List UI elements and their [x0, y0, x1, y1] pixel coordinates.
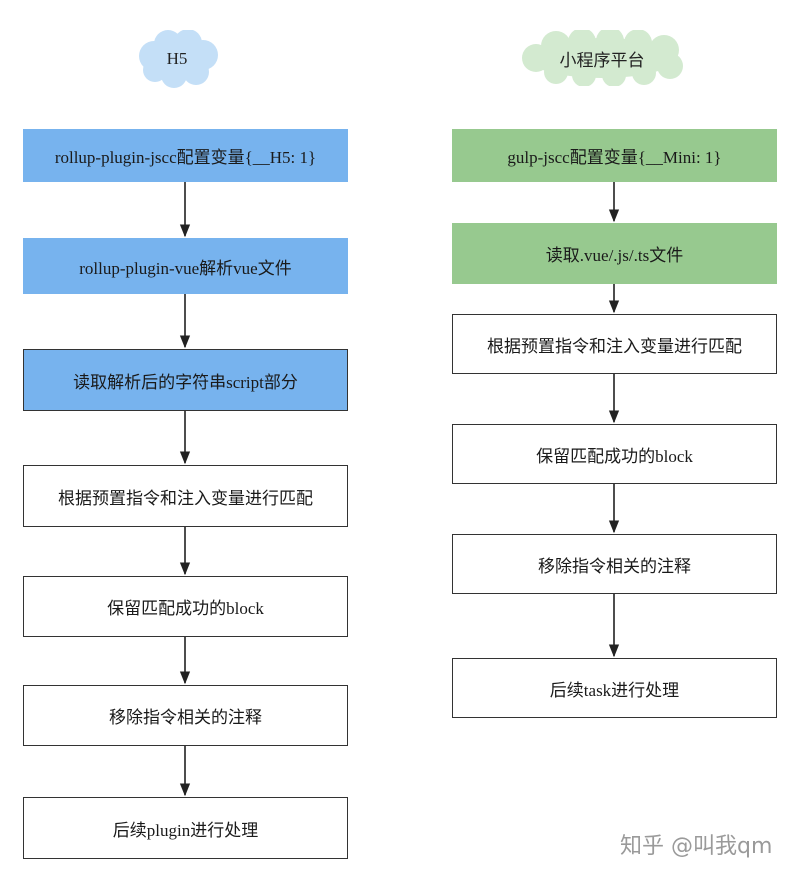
mini-step-task-process: 后续task进行处理 [452, 658, 777, 718]
h5-step-read-script: 读取解析后的字符串script部分 [23, 349, 348, 411]
mini-step-jscc-config: gulp-jscc配置变量{__Mini: 1} [452, 129, 777, 182]
h5-step-vue-parse: rollup-plugin-vue解析vue文件 [23, 238, 348, 294]
mini-step-keep-block: 保留匹配成功的block [452, 424, 777, 484]
h5-step-remove-comments: 移除指令相关的注释 [23, 685, 348, 746]
h5-step-plugin-process: 后续plugin进行处理 [23, 797, 348, 859]
h5-step-keep-block: 保留匹配成功的block [23, 576, 348, 637]
cloud-shape-icon [139, 30, 218, 88]
h5-header-label: H5 [166, 49, 188, 68]
zhihu-watermark: 知乎 @叫我qm [620, 834, 773, 859]
mini-step-remove-comments: 移除指令相关的注释 [452, 534, 777, 594]
h5-header-cloud: H5 [134, 30, 220, 88]
h5-step-jscc-config: rollup-plugin-jscc配置变量{__H5: 1} [23, 129, 348, 182]
h5-step-match-directives: 根据预置指令和注入变量进行匹配 [23, 465, 348, 527]
mini-program-header-label: 小程序平台 [559, 50, 645, 70]
mini-program-header-cloud: 小程序平台 [518, 30, 686, 86]
mini-step-read-files: 读取.vue/.js/.ts文件 [452, 223, 777, 284]
cloud-shape-icon [522, 30, 683, 86]
mini-step-match-directives: 根据预置指令和注入变量进行匹配 [452, 314, 777, 374]
